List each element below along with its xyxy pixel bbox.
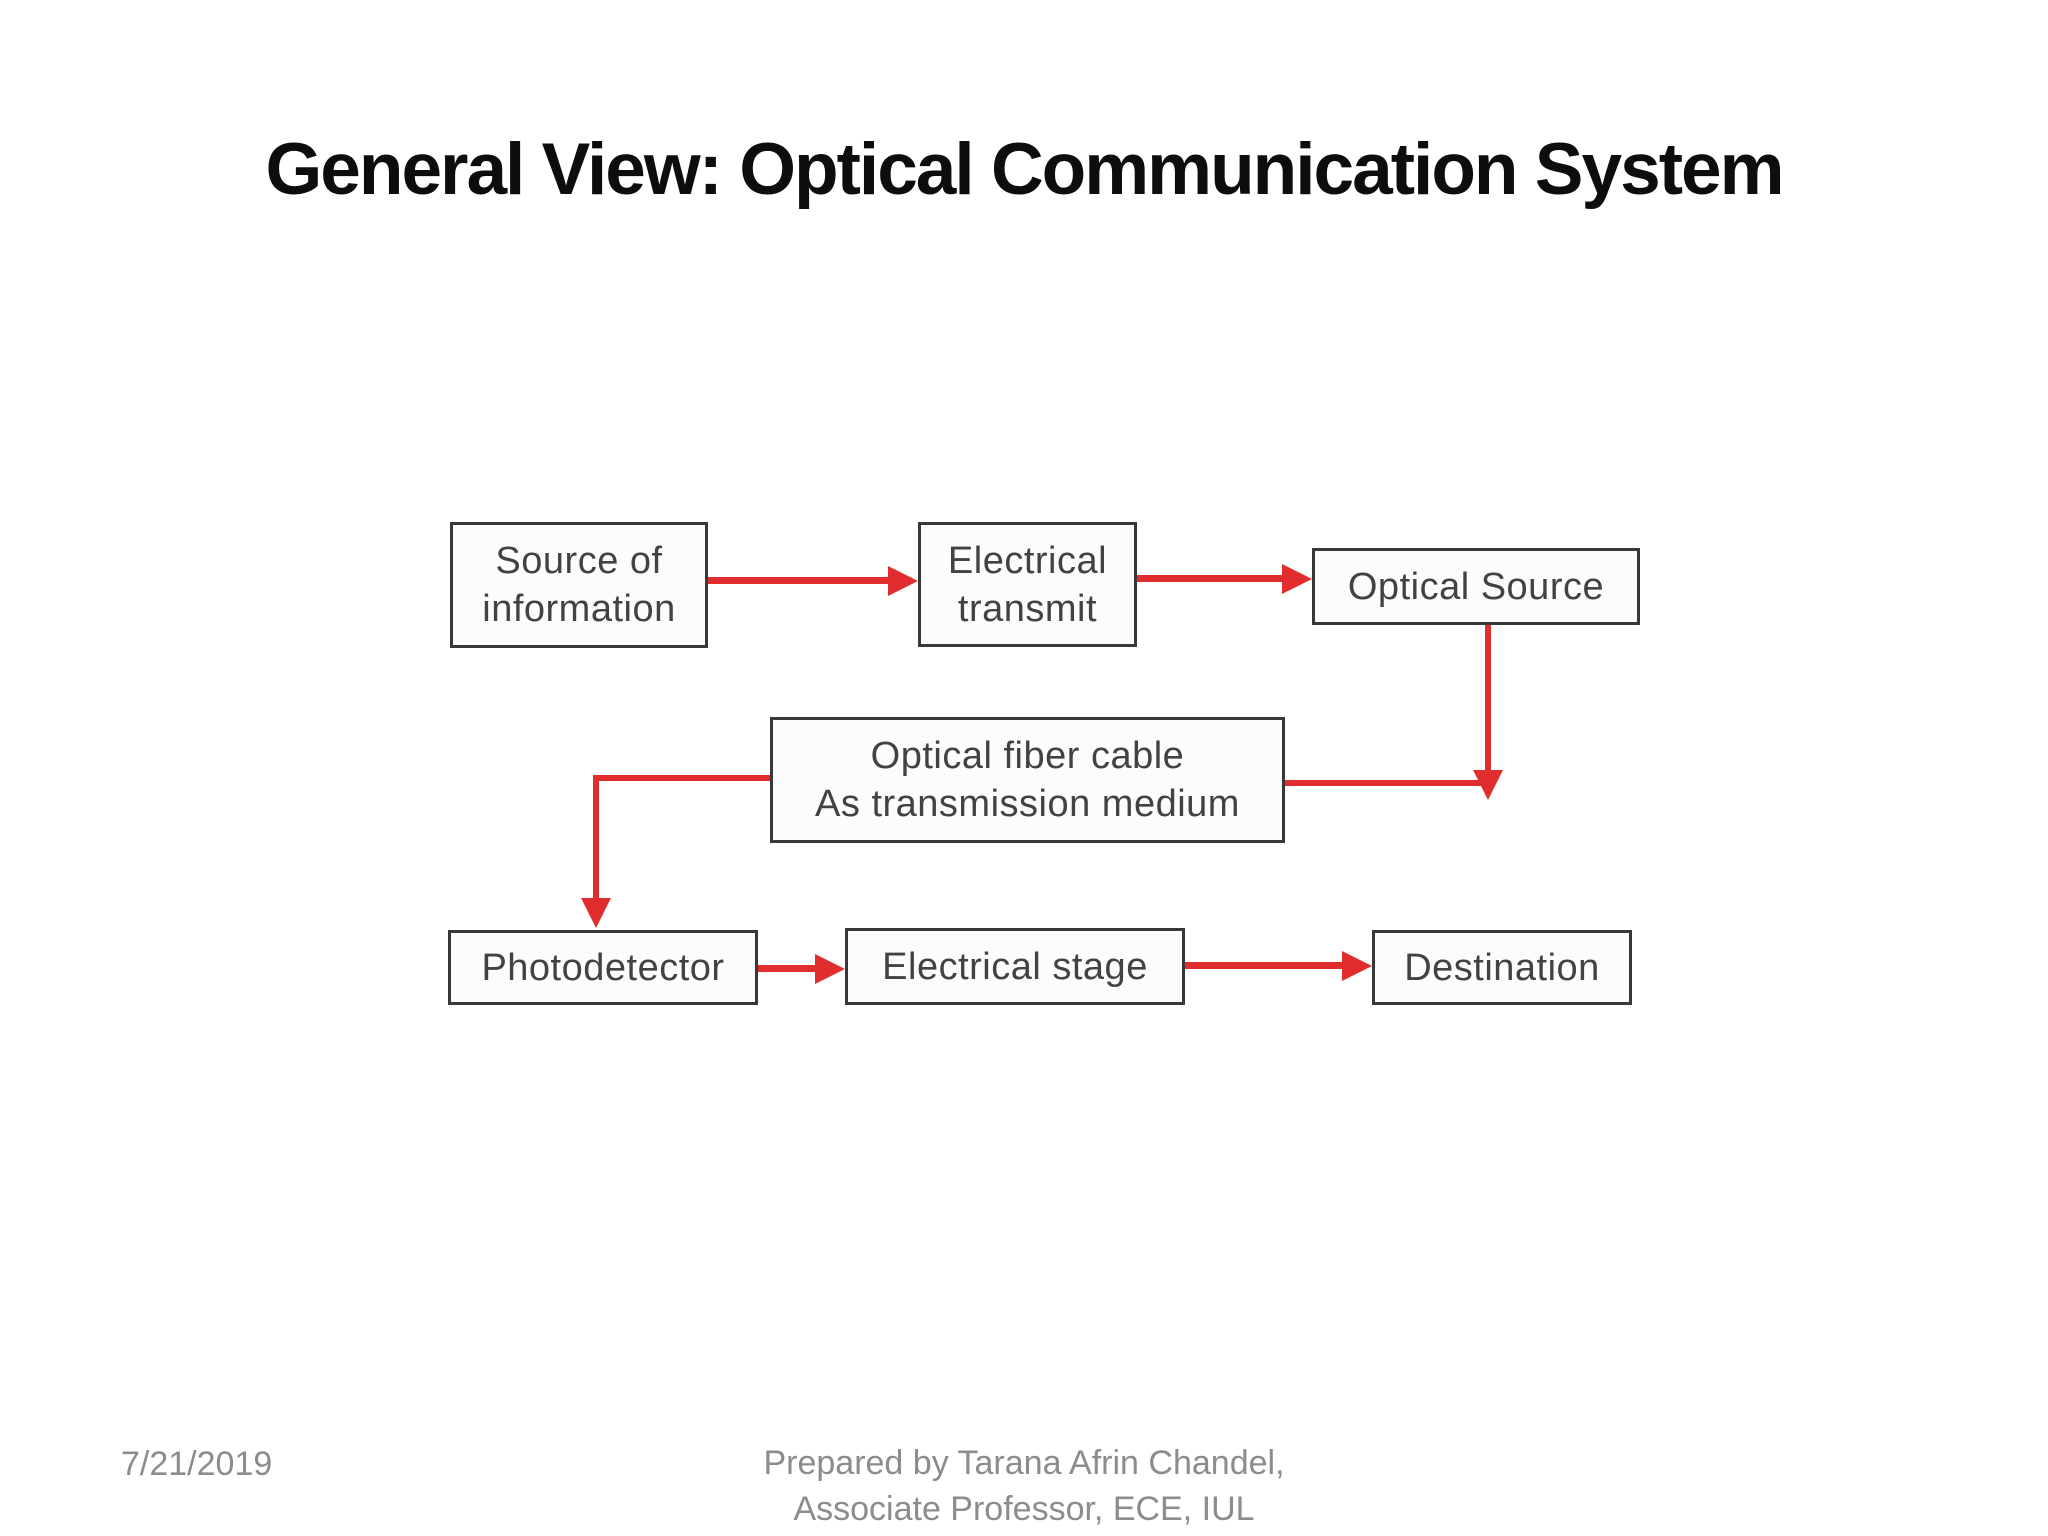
node-source-of-information: Source of information [450, 522, 708, 648]
arrow-optical-source-down-line [1485, 625, 1491, 772]
node-electrical-transmit: Electrical transmit [918, 522, 1137, 647]
node-destination: Destination [1372, 930, 1632, 1005]
arrow-photodetector-to-electrical-stage-head-icon [815, 954, 845, 984]
node-label: transmit [957, 587, 1098, 630]
node-label: Optical Source [1347, 565, 1605, 608]
node-label: Photodetector [481, 946, 725, 989]
slide-title: General View: Optical Communication Syst… [265, 129, 1784, 210]
arrow-electrical-stage-to-destination-head-icon [1342, 951, 1372, 981]
arrow-fiber-to-photodetector-line [593, 775, 599, 900]
footer-credit: Prepared by Tarana Afrin Chandel, Associ… [0, 1440, 2048, 1532]
arrow-source-to-electrical-transmit-line [708, 577, 892, 584]
node-label: Electrical [947, 539, 1108, 582]
arrow-electrical-stage-to-destination-line [1185, 962, 1344, 969]
arrow-photodetector-to-electrical-stage-line [758, 965, 818, 972]
node-electrical-stage: Electrical stage [845, 928, 1185, 1005]
arrow-fiber-to-photodetector-head-icon [581, 898, 611, 928]
node-photodetector: Photodetector [448, 930, 758, 1005]
node-label: Electrical stage [882, 945, 1148, 988]
node-label: As transmission medium [815, 783, 1240, 825]
arrow-electrical-transmit-to-optical-source-head-icon [1282, 564, 1312, 594]
footer-date: 7/21/2019 [121, 1445, 273, 1483]
footer-credit-line1: Prepared by Tarana Afrin Chandel, [763, 1444, 1285, 1482]
node-label: Destination [1404, 946, 1600, 989]
node-label: information [482, 588, 676, 630]
arrow-electrical-transmit-to-optical-source-line [1137, 575, 1286, 582]
node-optical-fiber-cable: Optical fiber cable As transmission medi… [770, 717, 1285, 843]
connector-fiber-left-line [595, 775, 770, 781]
node-label: Optical fiber cable [870, 735, 1185, 777]
node-label: Source of [495, 540, 663, 582]
arrow-source-to-electrical-transmit-head-icon [888, 566, 918, 596]
node-optical-source: Optical Source [1312, 548, 1640, 625]
footer-credit-line2: Associate Professor, ECE, IUL [793, 1490, 1255, 1528]
connector-fiber-right-line [1285, 780, 1491, 786]
